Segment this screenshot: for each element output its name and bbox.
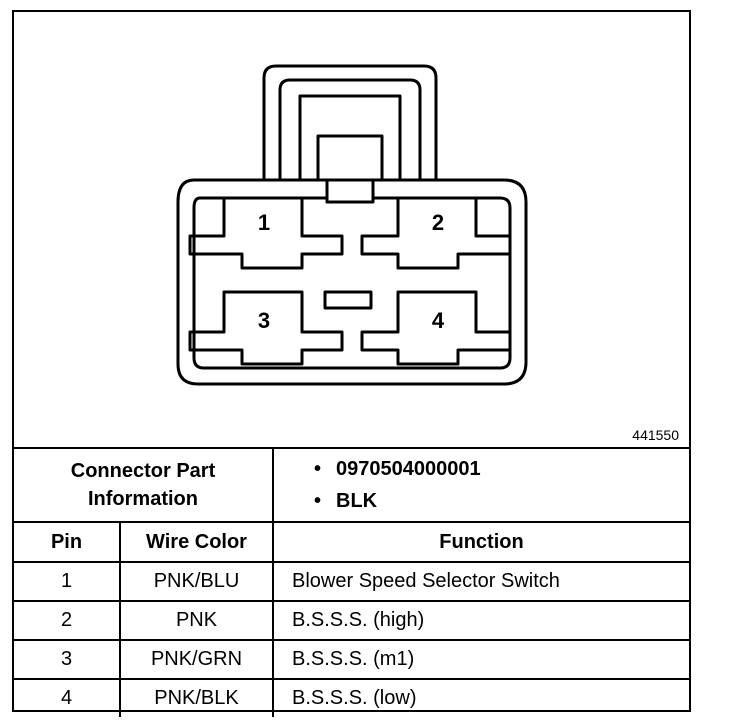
connector-body — [176, 178, 528, 386]
table-row: 1 PNK/BLU Blower Speed Selector Switch — [14, 561, 689, 602]
figure-number: 441550 — [632, 427, 679, 443]
header-function: Function — [272, 521, 689, 563]
locking-tab-slot — [298, 94, 402, 180]
locking-tab-inner — [278, 78, 422, 180]
part-info-label-line2: Information — [88, 488, 198, 510]
connector-diagram-frame: 1 2 3 4 441550 Connector Part Informatio… — [12, 10, 691, 717]
pin-cavity-4 — [360, 290, 512, 366]
cell-function: Blower Speed Selector Switch — [272, 561, 689, 602]
connector-face-drawing: 1 2 3 4 — [176, 64, 528, 386]
cell-pin: 4 — [14, 678, 121, 717]
pin-label-2: 2 — [432, 210, 444, 235]
pin-label-1: 1 — [258, 210, 270, 235]
connector-color-item: • BLK — [314, 485, 689, 517]
cell-pin: 2 — [14, 600, 121, 641]
cell-wire-color: PNK/GRN — [119, 639, 274, 680]
pin-label-4: 4 — [432, 308, 445, 333]
connector-color: BLK — [336, 490, 378, 512]
part-number: 0970504000001 — [336, 458, 481, 480]
part-number-item: • 0970504000001 — [314, 453, 689, 485]
latch-window — [325, 178, 375, 204]
table-row: 2 PNK B.S.S.S. (high) — [14, 600, 689, 641]
locking-tab-outer — [262, 64, 438, 180]
cell-pin: 1 — [14, 561, 121, 602]
cell-pin: 3 — [14, 639, 121, 680]
part-info-values: • 0970504000001 • BLK — [272, 449, 689, 523]
header-pin: Pin — [14, 521, 121, 563]
cell-function: B.S.S.S. (high) — [272, 600, 689, 641]
cell-function: B.S.S.S. (m1) — [272, 639, 689, 680]
bullet-icon: • — [314, 458, 322, 480]
connector-pinout-table: Connector Part Information • 097050400000… — [14, 449, 689, 717]
part-info-label-line1: Connector Part — [70, 460, 216, 482]
pin-cavity-1 — [188, 196, 344, 270]
locking-tab-latch — [316, 134, 384, 180]
connector-drawing-area: 1 2 3 4 441550 — [14, 12, 689, 449]
part-info-row: Connector Part Information • 097050400000… — [14, 449, 689, 523]
connector-body-inner — [192, 196, 512, 370]
header-wire-color: Wire Color — [119, 521, 274, 563]
bullet-icon: • — [314, 490, 322, 512]
table-row: 3 PNK/GRN B.S.S.S. (m1) — [14, 639, 689, 680]
cell-wire-color: PNK/BLU — [119, 561, 274, 602]
cell-wire-color: PNK/BLK — [119, 678, 274, 717]
pin-label-3: 3 — [258, 308, 270, 333]
pin-cavity-2 — [360, 196, 512, 270]
center-key — [323, 290, 373, 310]
part-info-label: Connector Part Information — [14, 449, 274, 523]
pin-cavity-3 — [188, 290, 344, 366]
table-row: 4 PNK/BLK B.S.S.S. (low) — [14, 678, 689, 717]
cell-function: B.S.S.S. (low) — [272, 678, 689, 717]
table-header-row: Pin Wire Color Function — [14, 521, 689, 563]
cell-wire-color: PNK — [119, 600, 274, 641]
